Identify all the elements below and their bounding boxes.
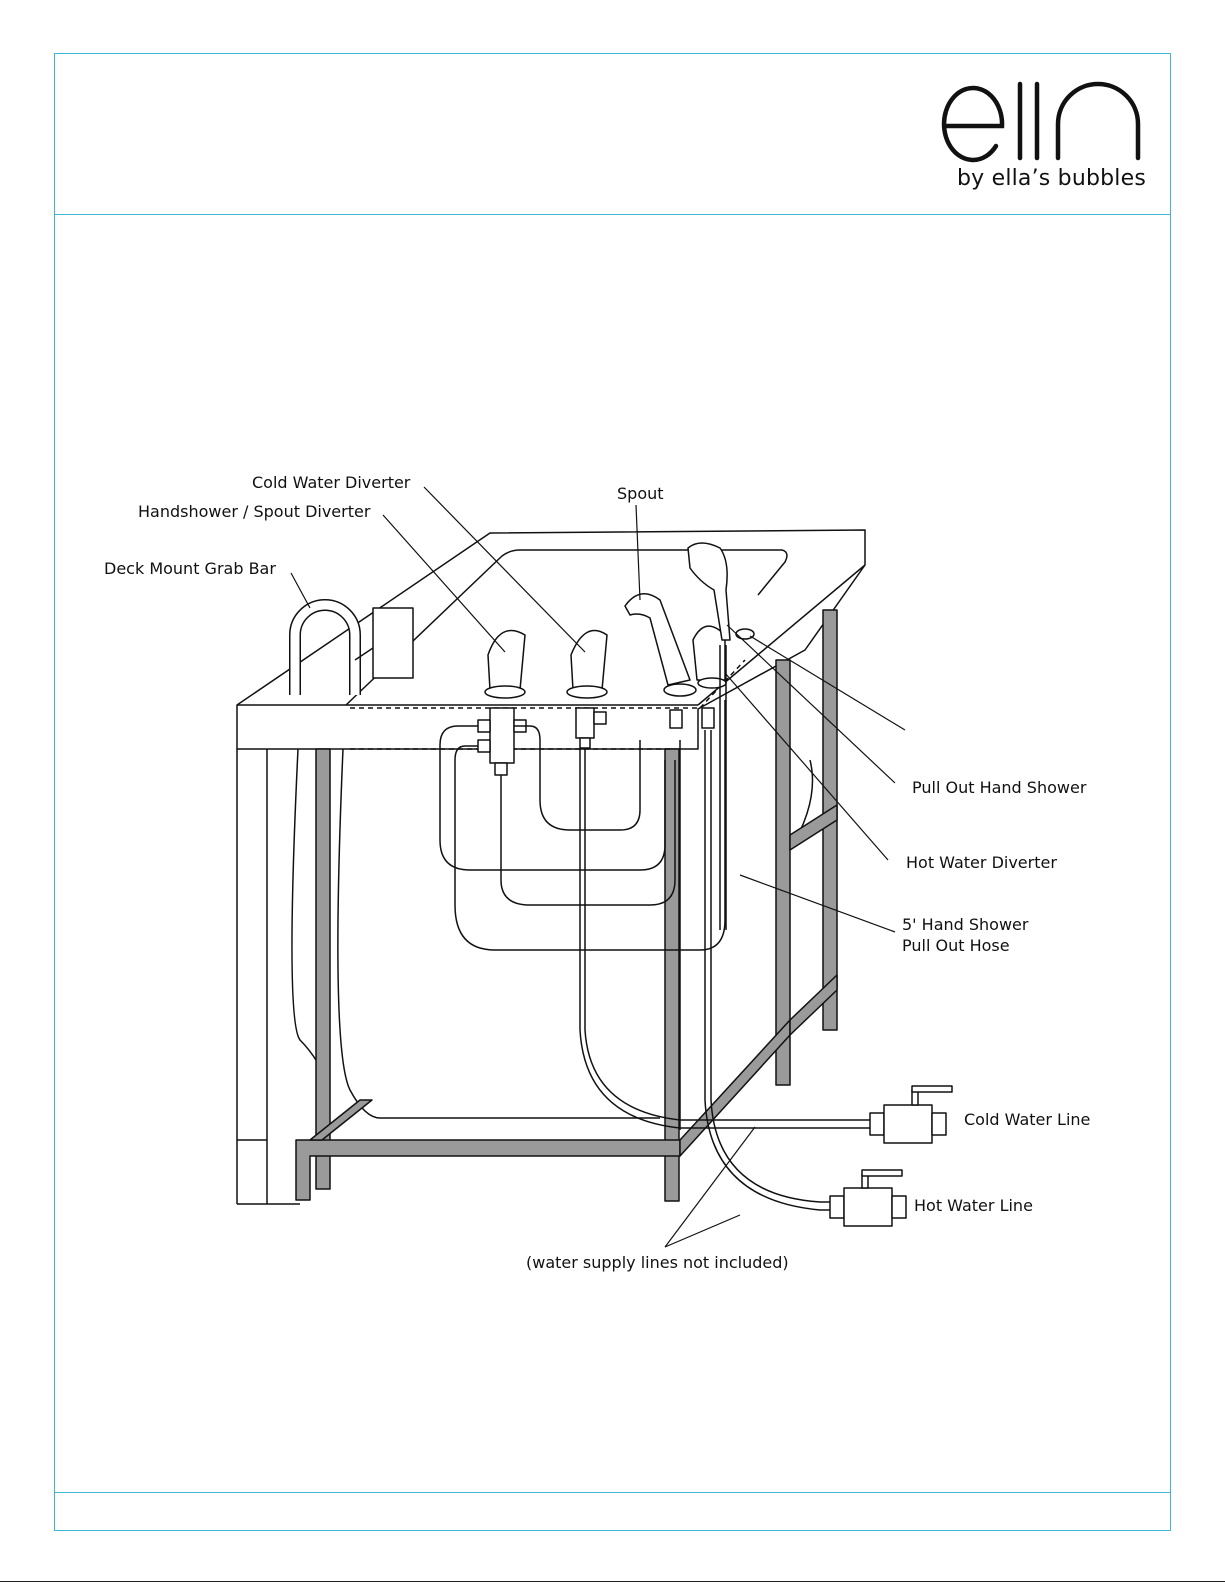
tub-deck [237,530,865,1204]
label-pull-out-hand-shower: Pull Out Hand Shower [912,778,1087,797]
hot-water-shutoff-valve [830,1170,906,1226]
label-hand-shower-hose-1: 5' Hand Shower [902,915,1029,934]
page-bottom-edge [0,1581,1225,1582]
label-hand-shower-hose-2: Pull Out Hose [902,936,1010,955]
cold-water-shutoff-valve [870,1086,952,1143]
label-cold-water-line: Cold Water Line [964,1110,1090,1129]
label-hot-water-diverter: Hot Water Diverter [906,853,1057,872]
label-supply-note: (water supply lines not included) [526,1253,789,1272]
label-deck-mount-grab-bar: Deck Mount Grab Bar [104,559,276,578]
label-spout: Spout [617,484,664,503]
label-hot-water-line: Hot Water Line [914,1196,1033,1215]
label-cold-water-diverter: Cold Water Diverter [252,473,411,492]
label-handshower-spout-diverter: Handshower / Spout Diverter [138,502,371,521]
